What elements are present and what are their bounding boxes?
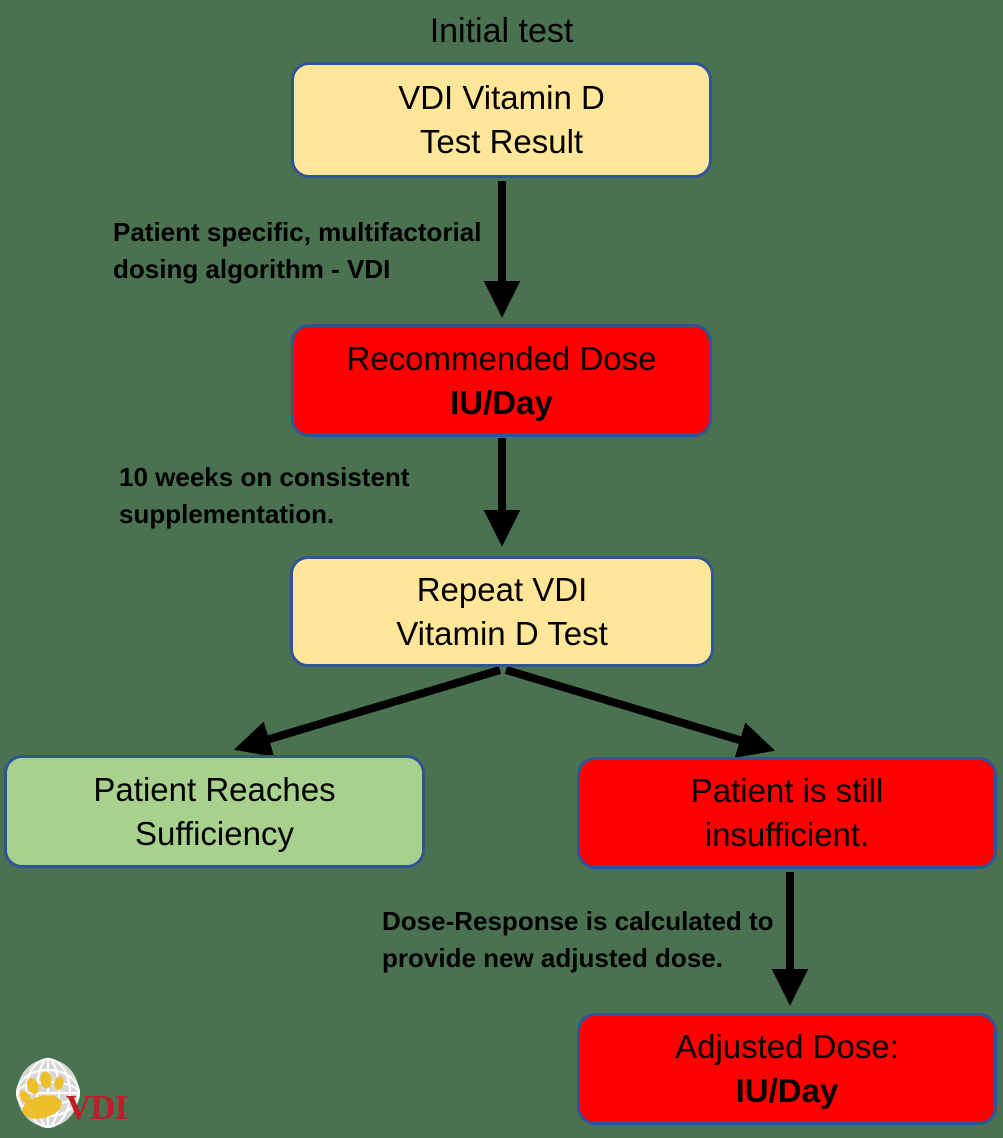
node-line: Patient is still: [690, 772, 884, 810]
edge-label-line: Dose-Response is calculated to: [382, 906, 774, 936]
node-initial-test-result: VDI Vitamin D Test Result: [291, 62, 712, 178]
node-line: Patient Reaches: [93, 770, 336, 808]
edge-label-line: Patient specific, multifactorial: [113, 217, 482, 247]
paw-icon: [19, 1071, 64, 1119]
node-line: Test Result: [419, 123, 584, 160]
edge-label-ten-weeks: 10 weeks on consistent supplementation.: [119, 459, 409, 533]
edge-label-line: provide new adjusted dose.: [382, 942, 723, 973]
vdi-logo-text: VDI: [66, 1088, 128, 1127]
node-line: Recommended Dose: [346, 339, 657, 377]
vdi-logo: VDI: [16, 1058, 129, 1128]
node-line: Adjusted Dose:: [675, 1028, 899, 1066]
node-line: Repeat VDI: [416, 570, 588, 608]
edge-label-line: supplementation.: [119, 498, 335, 529]
node-line: insufficient.: [704, 816, 870, 853]
node-line: Sufficiency: [135, 814, 294, 852]
node-recommended-dose: Recommended Dose IU/Day: [291, 324, 712, 437]
edge-label-line: 10 weeks on consistent: [119, 462, 410, 492]
node-line: IU/Day: [450, 383, 553, 421]
edge-label-dose-response: Dose-Response is calculated to provide n…: [382, 903, 774, 977]
node-repeat-test: Repeat VDI Vitamin D Test: [290, 556, 714, 667]
edge-label-line: dosing algorithm - VDI: [113, 253, 391, 284]
node-line: Vitamin D Test: [396, 614, 608, 652]
node-line: VDI Vitamin D: [398, 79, 605, 117]
arrow-repeat-to-sufficiency: [233, 666, 502, 757]
node-line: IU/Day: [735, 1072, 839, 1109]
node-patient-sufficiency: Patient Reaches Sufficiency: [4, 755, 425, 868]
node-adjusted-dose: Adjusted Dose: IU/Day: [577, 1013, 997, 1125]
node-patient-insufficient: Patient is still insufficient.: [577, 757, 997, 869]
edge-label-dosing-algorithm: Patient specific, multifactorial dosing …: [113, 214, 481, 288]
arrow-repeat-to-insufficient: [504, 666, 776, 758]
diagram-title: Initial test: [429, 12, 574, 50]
